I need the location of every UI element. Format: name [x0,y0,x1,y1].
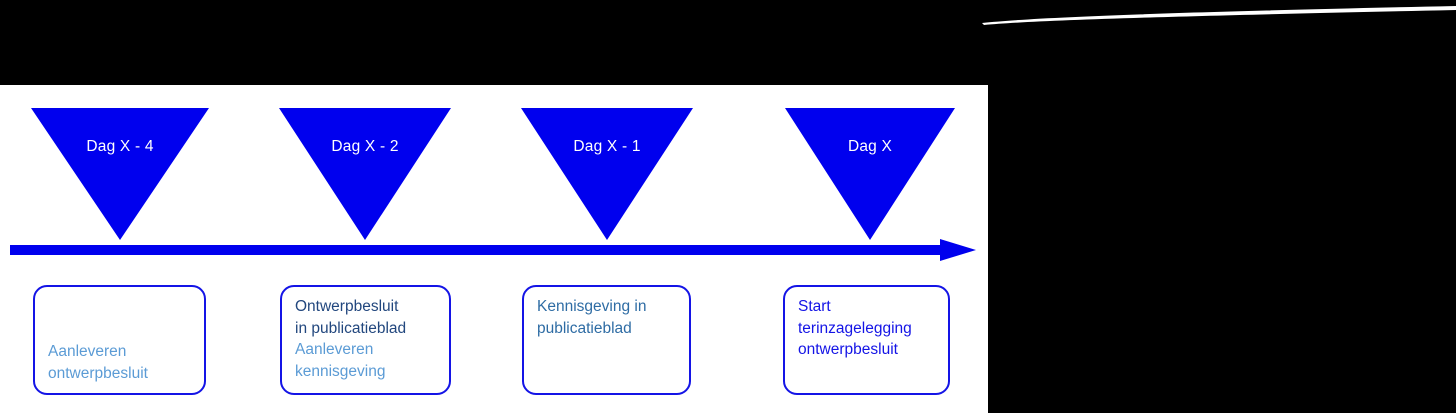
note-line: Kennisgeving in [537,298,647,315]
note-line: Aanleveren [48,343,127,360]
note-box-dag-x[interactable]: Start terinzagelegging ontwerpbesluit [783,285,950,395]
timeline-panel: Dag X - 4 Dag X - 2 Dag X - 1 Dag X Aanl… [0,85,988,413]
note-box-dag-x-minus-4[interactable]: Aanleveren ontwerpbesluit [33,285,206,395]
note-line: Aanleveren [295,341,374,358]
note-box-dag-x-minus-1[interactable]: Kennisgeving in publicatieblad [522,285,691,395]
note-line: Ontwerpbesluit [295,298,399,315]
note-text-block: Aanleveren kennisgeving [295,339,438,382]
triangle-icon [31,108,209,240]
timeline-axis-arrow [10,239,976,261]
note-box-dag-x-minus-2[interactable]: Ontwerpbesluit in publicatieblad Aanleve… [280,285,451,395]
note-line: publicatieblad [537,319,632,337]
white-diagonal-streak [982,6,1456,25]
note-text-block: Aanleveren ontwerpbesluit [48,341,193,384]
timeline-marker-dag-x-minus-4[interactable]: Dag X - 4 [31,108,209,240]
note-line: terinzagelegging [798,319,912,337]
note-line: in publicatieblad [295,319,407,337]
timeline-marker-dag-x[interactable]: Dag X [785,108,955,240]
note-line: kennisgeving [295,362,386,380]
note-line: ontwerpbesluit [798,341,898,358]
note-line: ontwerpbesluit [48,364,148,382]
triangle-icon [279,108,451,240]
triangle-icon [521,108,693,240]
triangle-icon [785,108,955,240]
note-text-block: Ontwerpbesluit in publicatieblad [295,296,438,339]
note-line: Start [798,298,831,315]
note-text-block: Start terinzagelegging ontwerpbesluit [798,296,937,361]
timeline-marker-dag-x-minus-1[interactable]: Dag X - 1 [521,108,693,240]
timeline-marker-dag-x-minus-2[interactable]: Dag X - 2 [279,108,451,240]
note-text-block: Kennisgeving in publicatieblad [537,296,678,339]
